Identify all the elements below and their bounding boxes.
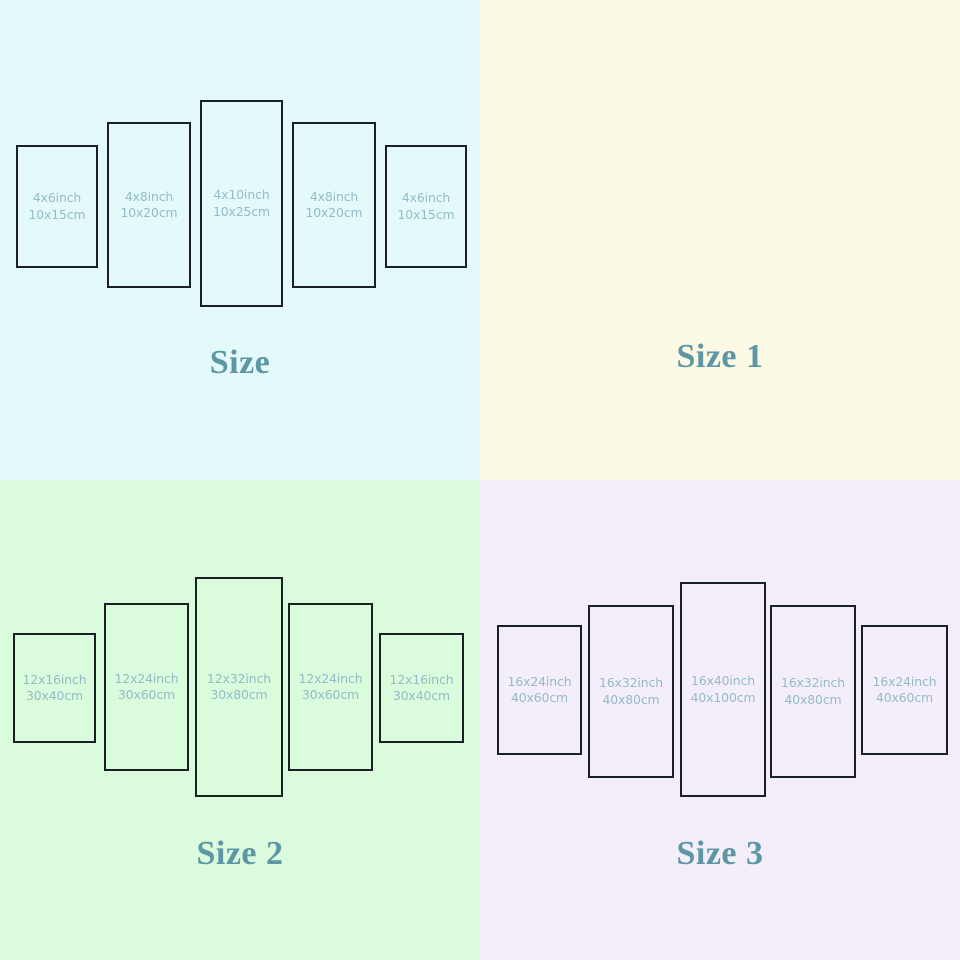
- panel-size-inches: 16x24inch: [507, 673, 572, 689]
- panel-size-centimeters: 30x60cm: [301, 687, 360, 702]
- panel-size-centimeters: 40x60cm: [875, 690, 934, 705]
- panel-size-inches: 16x24inch: [872, 673, 937, 689]
- panel-size-centimeters: 10x15cm: [397, 206, 455, 222]
- panel-size-inches: 12x16inch: [389, 671, 454, 687]
- panel-size-centimeters: 30x60cm: [117, 687, 176, 702]
- panel-size-centimeters: 30x80cm: [210, 687, 268, 702]
- size-option-size-1[interactable]: 8x14inch20x35cm8x18inch20x45cm8x22inch20…: [480, 0, 960, 480]
- panel-size-centimeters: 40x80cm: [784, 691, 842, 707]
- panel-size-inches: 4x8inch: [309, 188, 359, 204]
- panel-size-inches: 16x32inch: [781, 675, 845, 691]
- panel-size-inches: 4x10inch: [213, 187, 270, 203]
- panel-size-centimeters: 10x25cm: [212, 203, 271, 219]
- panel-group: 8x14inch20x35cm8x18inch20x45cm8x22inch20…: [480, 0, 960, 340]
- size-option-title: Size 1: [676, 338, 764, 375]
- panel-size-inches: 12x24inch: [114, 670, 179, 686]
- size-option-title: Size: [209, 344, 271, 381]
- panel-size-inches: 16x32inch: [599, 675, 663, 691]
- panel-size-inches: 4x8inch: [124, 188, 174, 204]
- panel-size-centimeters: 10x20cm: [120, 205, 178, 220]
- panel-size-inches: 16x40inch: [691, 673, 755, 689]
- panel-size-centimeters: 40x80cm: [602, 691, 660, 707]
- panel-size-inches: 4x6inch: [32, 190, 82, 206]
- panel-size-inches: 12x16inch: [22, 671, 87, 687]
- panel-size-inches: 12x32inch: [207, 670, 271, 686]
- panel-size-centimeters: 10x15cm: [28, 206, 86, 222]
- panel-size-centimeters: 30x40cm: [392, 688, 451, 703]
- size-option-title: Size 3: [676, 835, 764, 872]
- panel-size-centimeters: 10x20cm: [305, 205, 363, 220]
- panel-size-inches: 12x24inch: [298, 670, 363, 686]
- panel-size-centimeters: 30x40cm: [25, 688, 84, 703]
- panel-size-inches: 4x6inch: [401, 190, 451, 206]
- panel-size-centimeters: 40x100cm: [690, 689, 756, 705]
- panel-size-centimeters: 40x60cm: [510, 690, 569, 705]
- size-option-title: Size 2: [196, 835, 284, 872]
